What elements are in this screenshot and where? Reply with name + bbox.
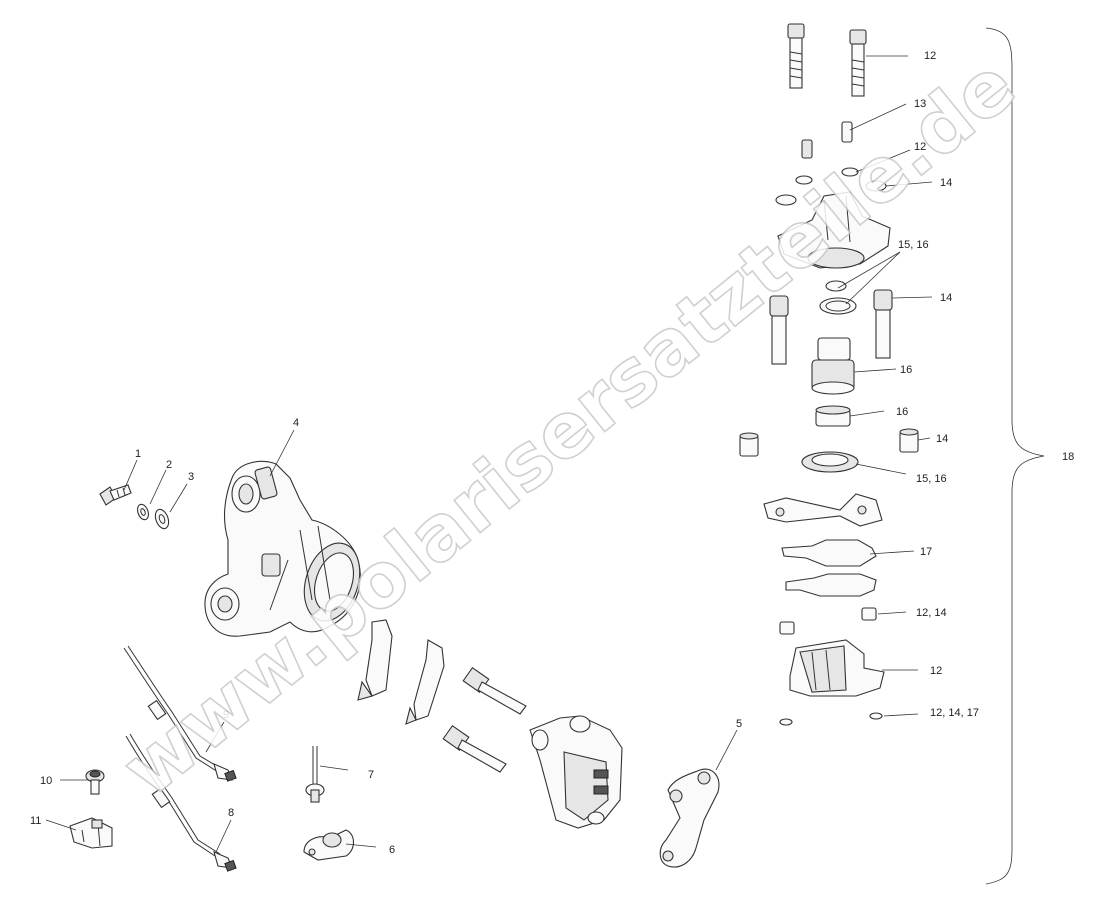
caliper-body-upper	[777, 191, 891, 269]
callout-14-b: 14	[940, 292, 952, 304]
brake-pad-17-a	[781, 539, 877, 567]
pin-14-left	[769, 295, 789, 365]
callout-7: 7	[368, 769, 374, 781]
callout-18: 18	[1062, 451, 1074, 463]
part-9-brake-line	[123, 645, 237, 782]
part-5-bracket	[659, 768, 720, 868]
callout-16-a: 16	[900, 364, 912, 376]
callout-9: 9	[223, 709, 229, 721]
part-10-screw	[85, 769, 105, 795]
pin-14-right	[873, 289, 893, 359]
watermark-text: www.polarisersatzteile.de	[105, 40, 1031, 814]
spacer-16	[815, 405, 851, 427]
caliper-bolt-b	[442, 724, 507, 773]
callout-15-16-a: 15, 16	[898, 239, 929, 251]
bushing-left	[739, 432, 759, 457]
part-2-lock-washer	[137, 503, 149, 521]
callout-17: 17	[920, 546, 932, 558]
brake-pad-17-b	[785, 573, 877, 597]
part-8-brake-line	[125, 733, 237, 872]
callout-3: 3	[188, 471, 194, 483]
bolt-12-left	[787, 23, 805, 89]
group-brace-18	[985, 27, 1045, 885]
part-6-clamp	[303, 829, 355, 861]
callout-10: 10	[40, 775, 52, 787]
brake-pad-left-a	[357, 619, 393, 701]
callout-16-b: 16	[896, 406, 908, 418]
bolt-12-right	[849, 29, 867, 97]
callout-5: 5	[736, 718, 742, 730]
callout-14-c: 14	[936, 433, 948, 445]
bleeder-13	[801, 121, 853, 159]
piston-16	[811, 337, 855, 395]
caliper-bolt-a	[462, 666, 527, 715]
caliper-assembly	[529, 715, 623, 829]
callout-12-a: 12	[924, 50, 936, 62]
leader-lines	[45, 55, 933, 853]
callout-4: 4	[293, 417, 299, 429]
pad-plate	[763, 493, 883, 527]
seal-15-16-large	[801, 451, 859, 473]
callout-12-14: 12, 14	[916, 607, 947, 619]
part-11-clip	[69, 817, 113, 849]
part-1-bolt	[99, 484, 132, 506]
nut-small	[779, 712, 883, 726]
bushing-14-right	[899, 428, 919, 453]
brake-pad-left-b	[405, 639, 445, 725]
callout-6: 6	[389, 844, 395, 856]
callout-13: 13	[914, 98, 926, 110]
part-7-rivet	[305, 746, 325, 803]
callout-11: 11	[30, 815, 41, 827]
callout-12-c: 12	[930, 665, 942, 677]
bushing-12-14	[779, 607, 877, 635]
callout-12-14-17: 12, 14, 17	[930, 707, 979, 719]
part-3-washer	[154, 508, 170, 530]
callout-1: 1	[135, 448, 141, 460]
callout-12-b: 12	[914, 141, 926, 153]
callout-2: 2	[166, 459, 172, 471]
caliper-body-lower	[789, 639, 885, 697]
seal-15-16-small	[819, 280, 857, 315]
callout-labels: 1 2 3 4 5 6 7 8 9 10 11 12 13 12 14 15, …	[30, 50, 1074, 856]
part-4-knuckle	[204, 460, 361, 637]
callout-8: 8	[228, 807, 234, 819]
callout-14-a: 14	[940, 177, 952, 189]
callout-15-16-b: 15, 16	[916, 473, 947, 485]
seal-rings-top	[775, 167, 887, 206]
